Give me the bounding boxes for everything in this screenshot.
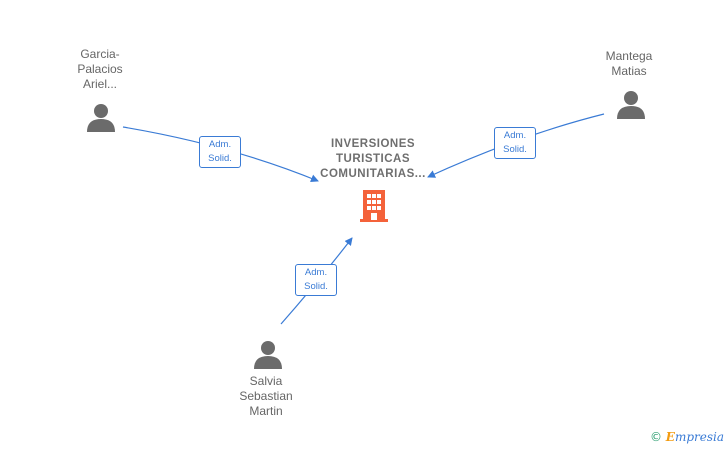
brand-name: mpresia <box>674 430 724 444</box>
edge-label-garcia[interactable]: Adm. Solid. <box>199 136 241 168</box>
person-name-salvia[interactable]: Salvia Sebastian Martin <box>239 374 293 418</box>
edge-label-line2: Solid. <box>503 144 527 155</box>
person-icon[interactable] <box>616 89 646 119</box>
brand-initial: E <box>665 430 675 444</box>
company-name[interactable]: INVERSIONES TURISTICAS COMUNITARIAS... <box>320 138 426 180</box>
person-icon[interactable] <box>253 339 283 369</box>
person-name-mantega[interactable]: Mantega Matias <box>605 49 653 78</box>
copyright-icon: © <box>649 430 662 444</box>
person-icon[interactable] <box>86 102 116 132</box>
edge-label-salvia[interactable]: Adm. Solid. <box>295 264 337 296</box>
edge-label-line2: Solid. <box>304 281 328 292</box>
edge-label-line2: Solid. <box>208 153 232 164</box>
edge-label-line1: Adm. <box>208 139 232 150</box>
edge-label-line1: Adm. <box>304 267 328 278</box>
empresia-watermark: © Empresia <box>650 430 724 444</box>
building-icon[interactable] <box>359 188 389 224</box>
person-name-garcia[interactable]: Garcia- Palacios Ariel... <box>77 47 123 91</box>
edge-label-mantega[interactable]: Adm. Solid. <box>494 127 536 159</box>
edge-label-line1: Adm. <box>503 130 527 141</box>
